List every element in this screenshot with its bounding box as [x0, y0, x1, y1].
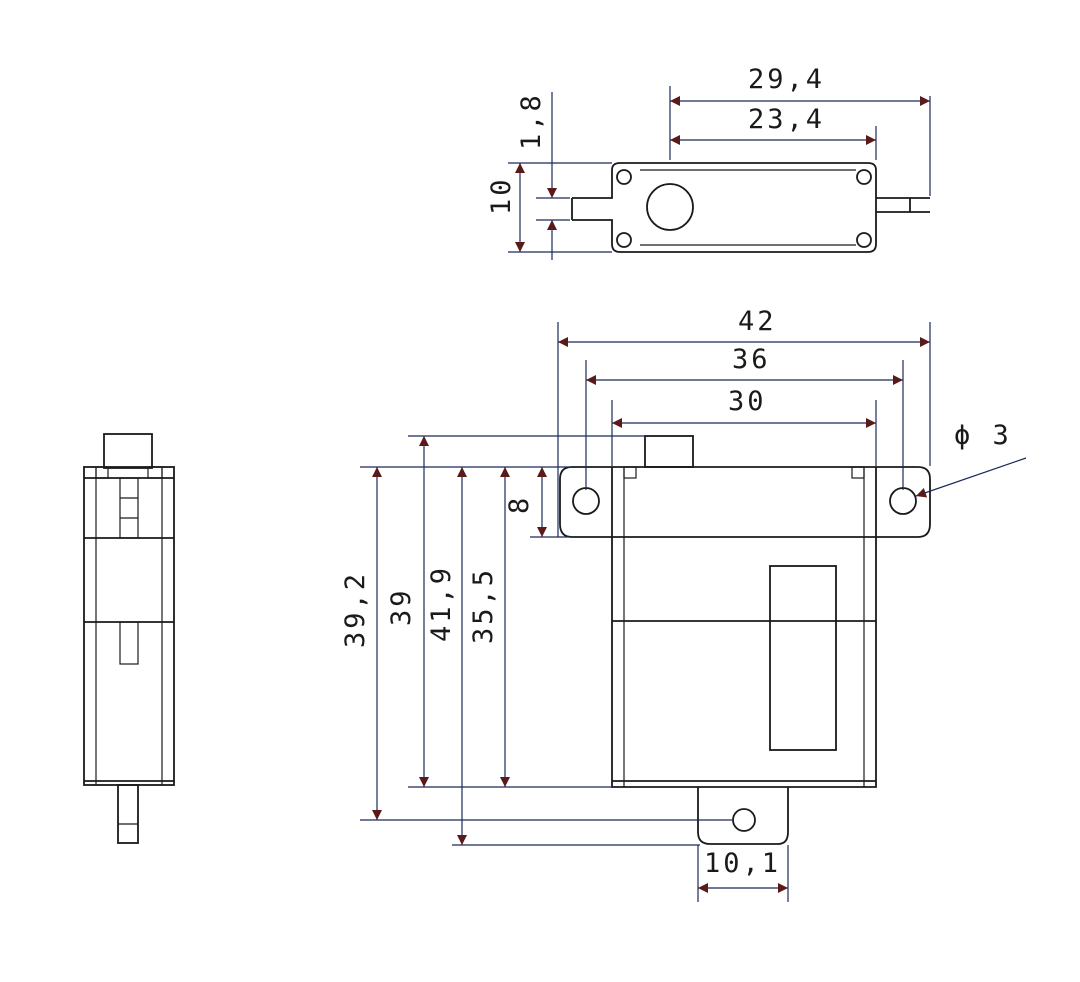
top-view-hole	[856, 232, 872, 248]
front-view: 42 36 30 ϕ 3 10,1 39,2 39 41,9 35,5 8	[340, 306, 1027, 902]
side-view-rib	[119, 477, 139, 539]
front-view-case-inner-lines	[623, 467, 865, 787]
dim-top-width-outer: 29,4	[748, 64, 825, 95]
front-view-bottom-tab-hole	[732, 808, 756, 832]
dim-hole-spacing: 36	[732, 344, 771, 375]
dim-height-total: 41,9	[426, 565, 457, 642]
front-view-output-housing	[644, 435, 694, 468]
side-view-tab	[147, 466, 163, 479]
front-view-case-tab	[851, 466, 865, 479]
side-view-split-lines	[84, 477, 174, 782]
dim-flange-height: 8	[504, 495, 535, 514]
dim-overall-width: 42	[738, 306, 777, 337]
dim-bottom-tab-width: 10,1	[704, 848, 781, 879]
dim-height-body: 39	[386, 587, 417, 626]
front-view-case-tab	[623, 466, 637, 479]
side-view-rib-lines	[120, 497, 138, 519]
dim-height-to-bracket: 39,2	[340, 571, 371, 648]
side-view-bottom-tab	[117, 784, 139, 844]
front-view-mounting-flange	[559, 466, 931, 538]
dim-tab-thickness: 1,8	[516, 92, 547, 150]
dim-body-width: 30	[728, 386, 767, 417]
top-view-body-outline	[572, 162, 930, 253]
top-view-output-shaft	[646, 183, 694, 231]
dim-hole-diameter: ϕ 3	[954, 420, 1012, 451]
dim-top-height: 10	[486, 176, 517, 215]
front-view-mount-hole-left	[572, 487, 600, 515]
top-view-hole	[856, 169, 872, 185]
side-view-slot	[119, 621, 139, 665]
front-view-main-case	[611, 467, 877, 788]
side-view-inner-lines	[95, 467, 163, 785]
front-view-mount-hole-right	[889, 487, 917, 515]
dim-top-width-inner: 23,4	[748, 104, 825, 135]
side-view-tab	[95, 466, 109, 479]
side-view	[83, 433, 175, 844]
front-view-bottom-tab	[697, 787, 789, 845]
top-view: 29,4 23,4 1,8 10	[486, 64, 931, 260]
top-view-hole	[616, 232, 632, 248]
side-view-shaft-top	[103, 433, 153, 469]
top-view-extension-lines	[508, 86, 931, 253]
front-view-label-window	[769, 565, 837, 751]
side-view-body	[83, 466, 175, 786]
hole-diameter-leader	[915, 457, 1027, 498]
top-view-inner-lines	[640, 169, 856, 246]
top-view-hole	[616, 169, 632, 185]
dim-height-bracket-hole: 35,5	[468, 567, 499, 644]
